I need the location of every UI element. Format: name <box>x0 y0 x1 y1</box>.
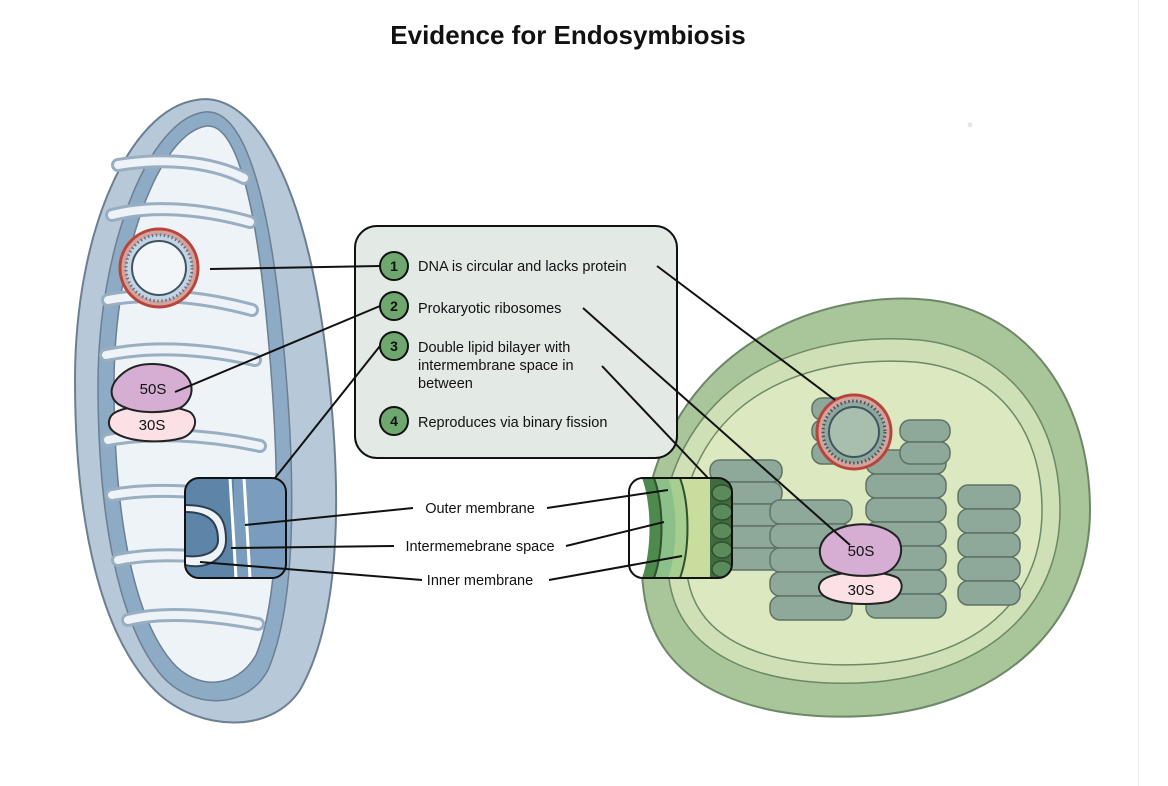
chloroplast-circular-dna <box>815 393 893 471</box>
connector-1-mito <box>209 265 381 270</box>
chloro-ribosome-50S-label: 50S <box>848 543 875 560</box>
connector-3-chloro <box>601 365 709 479</box>
chloro-ribosome-30S-label: 30S <box>848 582 875 599</box>
evidence-number-2: 2 <box>390 298 398 314</box>
evidence-item-4: 4 Reproduces via binary fission <box>379 406 607 436</box>
label-intermembrane-space: Intermemebrane space <box>405 539 554 555</box>
evidence-number-3: 3 <box>390 338 398 354</box>
evidence-box: 1 DNA is circular and lacks protein 2 Pr… <box>354 225 678 459</box>
evidence-box-frame <box>354 225 678 459</box>
label-outer-membrane: Outer membrane <box>425 501 535 517</box>
label-inner-membrane: Inner membrane <box>427 573 533 589</box>
intermembrane-line-mito <box>230 545 395 549</box>
stray-dot <box>967 122 973 128</box>
inner-membrane-line-mito <box>199 561 423 581</box>
connector-2-chloro <box>582 307 851 546</box>
connector-2-mito <box>174 305 381 393</box>
mito-ribosome-30S-label: 30S <box>139 417 166 434</box>
evidence-text-4: Reproduces via binary fission <box>418 415 607 431</box>
membrane-labels: Outer membrane Intermemebrane space Inne… <box>405 501 554 589</box>
chloroplast-ribosome: 50S 30S <box>818 523 903 605</box>
evidence-number-4: 4 <box>390 413 398 429</box>
connector-1-chloro <box>656 265 836 401</box>
mito-ribosome-50S-shape <box>110 363 193 414</box>
chloroplast: 50S 30S <box>628 297 1092 718</box>
evidence-number-1: 1 <box>390 258 398 274</box>
outer-membrane-line-chloro <box>546 489 669 509</box>
inner-membrane-line-chloro <box>548 555 683 581</box>
mito-ribosome-50S-label: 50S <box>140 381 167 398</box>
connector-3-mito <box>274 345 381 479</box>
page-edge-rule <box>1138 0 1139 786</box>
mitochondrion: 50S 30S <box>73 98 338 724</box>
granum-stack-far-right <box>957 484 1021 606</box>
connector-lines <box>174 265 851 581</box>
evidence-marker-4 <box>379 406 409 436</box>
evidence-item-3: 3 Double lipid bilayer with intermembran… <box>379 331 574 392</box>
evidence-text-3-line-1: Double lipid bilayer with <box>418 340 570 356</box>
evidence-item-1: 1 DNA is circular and lacks protein <box>379 251 627 281</box>
evidence-text-3-line-3: between <box>418 376 473 392</box>
chloroplast-membrane-zoom <box>628 477 733 579</box>
evidence-text-1: DNA is circular and lacks protein <box>418 259 627 275</box>
evidence-text-3-line-2: intermembrane space in <box>418 358 574 374</box>
intermembrane-line-chloro <box>565 521 665 547</box>
outer-membrane-line-mito <box>244 507 414 526</box>
evidence-text-2: Prokaryotic ribosomes <box>418 301 561 317</box>
mitochondrion-membrane-zoom <box>184 477 287 579</box>
mitochondrion-circular-dna <box>118 227 200 309</box>
mitochondrion-ribosome: 50S 30S <box>108 363 197 443</box>
diagram-title: Evidence for Endosymbiosis <box>390 20 746 50</box>
